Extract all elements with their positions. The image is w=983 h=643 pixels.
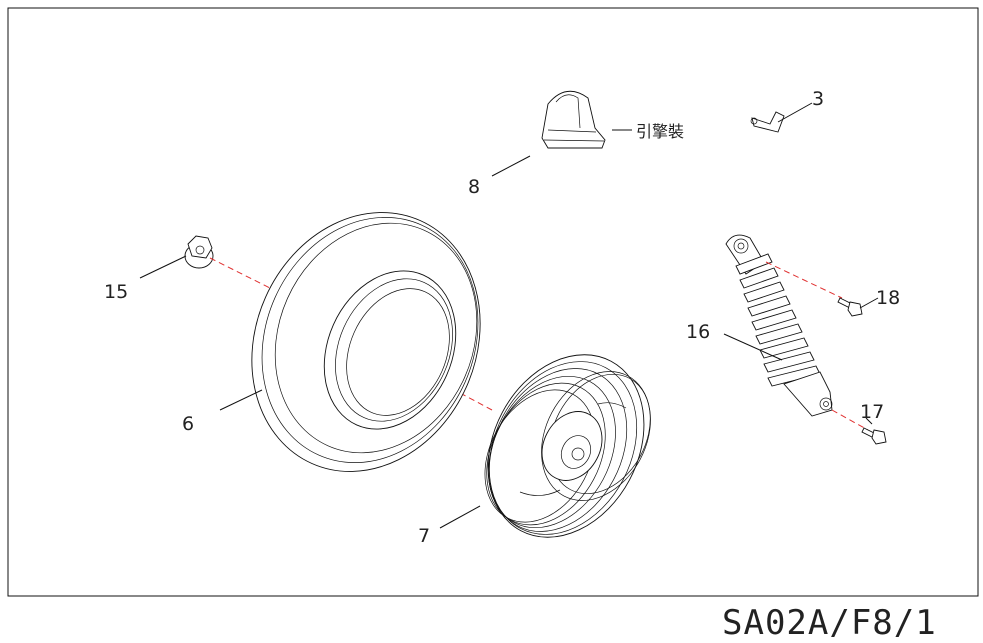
leader-6 bbox=[219, 389, 263, 411]
axis-line-bolt-18 bbox=[765, 261, 843, 299]
callout-17: 17 bbox=[860, 401, 884, 423]
leader-18 bbox=[859, 297, 879, 309]
callout-7: 7 bbox=[418, 525, 430, 547]
leader-7 bbox=[439, 505, 481, 529]
callout-16: 16 bbox=[686, 321, 710, 343]
axis-line-bolt-17 bbox=[831, 409, 869, 431]
callout-8: 8 bbox=[468, 176, 480, 198]
part-17-bolt bbox=[861, 427, 887, 445]
document-id: SA02A/F8/1 bbox=[722, 603, 937, 643]
callout-6: 6 bbox=[182, 413, 194, 435]
callout-18: 18 bbox=[876, 287, 900, 309]
part-7-rim bbox=[484, 354, 651, 538]
leader-3 bbox=[777, 102, 813, 123]
axis-line-nut bbox=[209, 257, 275, 291]
part-3-pin bbox=[750, 111, 785, 133]
leader-15 bbox=[139, 255, 187, 279]
diagram-border bbox=[7, 7, 979, 597]
part-18-bolt bbox=[837, 297, 863, 317]
part-8-engine-cover bbox=[541, 90, 606, 149]
callout-15: 15 bbox=[104, 281, 128, 303]
part-15-flange-nut bbox=[184, 235, 214, 269]
leader-17 bbox=[865, 417, 873, 425]
part-16-shock-absorber bbox=[725, 234, 833, 417]
leader-8 bbox=[491, 155, 531, 177]
callout-3: 3 bbox=[812, 88, 824, 110]
leader-16 bbox=[723, 333, 783, 361]
engine-note-label: 引擎裝 bbox=[636, 122, 684, 141]
part-6-tire bbox=[251, 212, 481, 472]
